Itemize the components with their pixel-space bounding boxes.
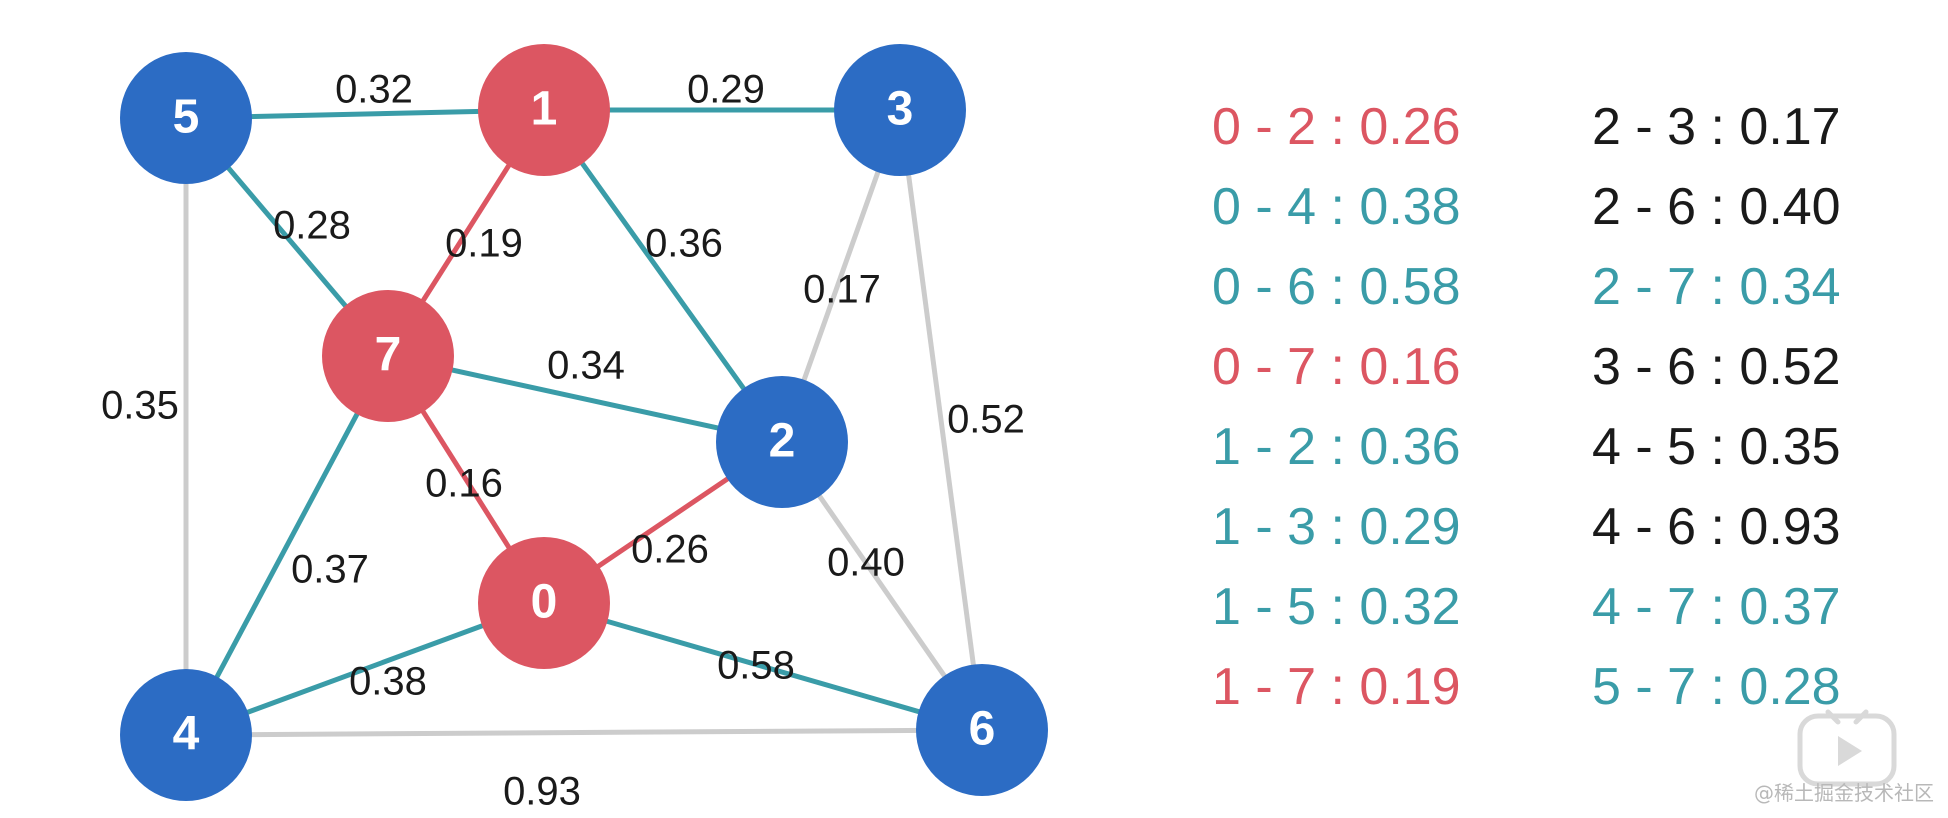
edge-weight-label-1-3: 0.29 bbox=[687, 68, 765, 112]
node-circle-3 bbox=[834, 44, 966, 176]
node-circle-5 bbox=[120, 52, 252, 184]
node-1: 1 bbox=[478, 44, 610, 176]
node-label-7: 7 bbox=[375, 329, 402, 382]
node-label-5: 5 bbox=[173, 91, 200, 144]
edge-weight-label-7-4: 0.37 bbox=[291, 548, 369, 592]
edge-list-item: 1 - 2 : 0.36 bbox=[1212, 418, 1461, 476]
node-label-2: 2 bbox=[769, 415, 796, 468]
node-label-3: 3 bbox=[887, 83, 914, 136]
watermark-text: @稀土掘金技术社区 bbox=[1754, 781, 1934, 805]
nodes-layer: 0 1 2 3 4 5 6 7 bbox=[120, 44, 1048, 801]
edge-weight-label-5-7: 0.28 bbox=[273, 204, 351, 248]
edge-1-2 bbox=[541, 108, 785, 444]
edge-weight-label-7-0: 0.16 bbox=[425, 462, 503, 506]
edge-weight-label-1-7: 0.19 bbox=[445, 222, 523, 266]
edge-7-2 bbox=[387, 353, 783, 445]
edge-list-item: 0 - 2 : 0.26 bbox=[1212, 98, 1461, 156]
edge-weight-label-5-1: 0.32 bbox=[335, 68, 413, 112]
edge-0-6 bbox=[543, 600, 983, 733]
node-circle-2 bbox=[716, 376, 848, 508]
node-label-6: 6 bbox=[969, 703, 996, 756]
edge-weight-label-4-6: 0.93 bbox=[503, 770, 581, 814]
node-5: 5 bbox=[120, 52, 252, 184]
node-circle-4 bbox=[120, 669, 252, 801]
node-circle-6 bbox=[916, 664, 1048, 796]
edge-list-item: 3 - 6 : 0.52 bbox=[1592, 338, 1841, 396]
node-label-4: 4 bbox=[173, 708, 200, 761]
edge-weight-label-3-2: 0.17 bbox=[803, 268, 881, 312]
edge-list-item: 2 - 3 : 0.17 bbox=[1592, 98, 1841, 156]
node-circle-0 bbox=[478, 537, 610, 669]
edge-list-item: 1 - 3 : 0.29 bbox=[1212, 498, 1461, 556]
node-7: 7 bbox=[322, 290, 454, 422]
edge-list-item: 0 - 4 : 0.38 bbox=[1212, 178, 1461, 236]
edge-weight-label-2-6: 0.40 bbox=[827, 541, 905, 585]
node-circle-7 bbox=[322, 290, 454, 422]
edge-7-4 bbox=[183, 354, 391, 737]
node-4: 4 bbox=[120, 669, 252, 801]
edge-weight-label-3-6: 0.52 bbox=[947, 398, 1025, 442]
edge-list-item: 1 - 7 : 0.19 bbox=[1212, 658, 1461, 716]
edge-list-item: 0 - 6 : 0.58 bbox=[1212, 258, 1461, 316]
watermark: @稀土掘金技术社区 bbox=[1754, 777, 1934, 806]
node-label-0: 0 bbox=[531, 576, 558, 629]
edge-list-item: 4 - 5 : 0.35 bbox=[1592, 418, 1841, 476]
node-circle-1 bbox=[478, 44, 610, 176]
edge-3-6 bbox=[897, 109, 985, 731]
node-3: 3 bbox=[834, 44, 966, 176]
edge-list-item: 4 - 6 : 0.93 bbox=[1592, 498, 1841, 556]
edge-list-item: 2 - 6 : 0.40 bbox=[1592, 178, 1841, 236]
edge-list-item: 5 - 7 : 0.28 bbox=[1592, 658, 1841, 716]
edge-weight-list: 0 - 2 : 0.26 0 - 4 : 0.38 0 - 6 : 0.58 0 - … bbox=[1212, 94, 1912, 734]
edge-weight-label-4-0: 0.38 bbox=[349, 660, 427, 704]
edge-weight-label-0-2: 0.26 bbox=[631, 528, 709, 572]
node-2: 2 bbox=[716, 376, 848, 508]
edge-weight-label-1-2: 0.36 bbox=[645, 222, 723, 266]
edge-list-item: 0 - 7 : 0.16 bbox=[1212, 338, 1461, 396]
edge-weight-label-0-6: 0.58 bbox=[717, 644, 795, 688]
node-6: 6 bbox=[916, 664, 1048, 796]
edge-4-6 bbox=[185, 727, 983, 738]
edge-weight-label-7-2: 0.34 bbox=[547, 344, 625, 388]
edge-weight-label-5-4: 0.35 bbox=[101, 384, 179, 428]
edge-list-item: 4 - 7 : 0.37 bbox=[1592, 578, 1841, 636]
play-icon bbox=[1797, 709, 1897, 787]
graph-diagram: 0.32 0.29 0.28 0.19 0.36 0.17 0.52 0.35 0.34 0.16… bbox=[101, 44, 1048, 814]
edge-list-item: 2 - 7 : 0.34 bbox=[1592, 258, 1841, 316]
node-0: 0 bbox=[478, 537, 610, 669]
node-label-1: 1 bbox=[531, 83, 558, 136]
edge-list-item: 1 - 5 : 0.32 bbox=[1212, 578, 1461, 636]
edge-labels-layer: 0.32 0.29 0.28 0.19 0.36 0.17 0.52 0.35 0.34 0.16… bbox=[101, 68, 1025, 814]
